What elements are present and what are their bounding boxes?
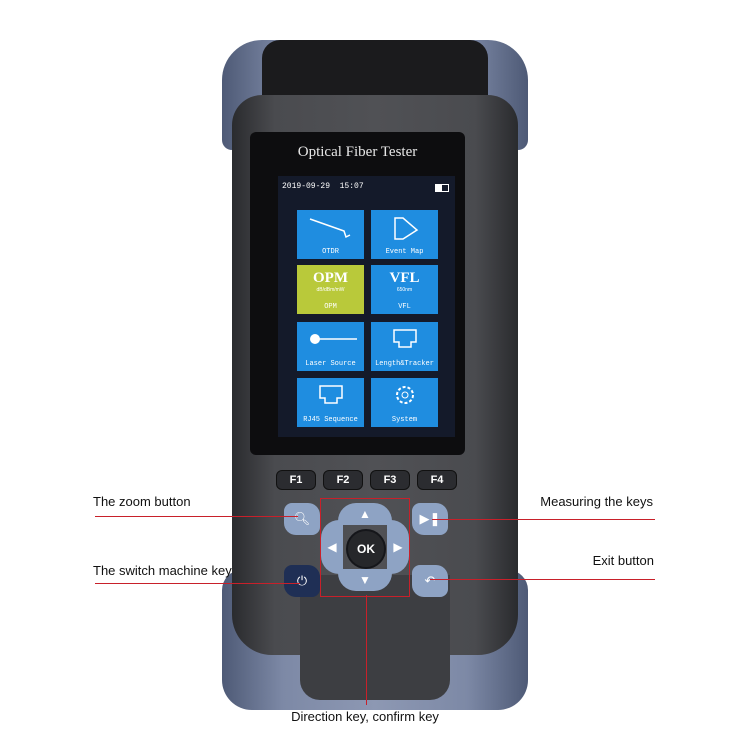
label-exit: Exit button bbox=[592, 553, 654, 568]
tile-sub: 650nm bbox=[396, 287, 413, 293]
tile-label: Laser Source bbox=[305, 360, 356, 368]
tile-big: OPM bbox=[313, 270, 348, 286]
tile-label: VFL bbox=[398, 303, 411, 311]
tile-label: Length&Tracker bbox=[375, 360, 434, 368]
up-button[interactable]: ▲ bbox=[338, 503, 392, 525]
tile-label: OTDR bbox=[322, 248, 339, 256]
tile-system[interactable]: System bbox=[371, 378, 438, 427]
callout-line-zoom bbox=[95, 516, 298, 517]
gear-icon bbox=[395, 386, 414, 404]
ok-button[interactable]: OK bbox=[346, 529, 386, 569]
f2-button[interactable]: F2 bbox=[323, 470, 363, 490]
tile-length-tracker[interactable]: Length&Tracker bbox=[371, 322, 438, 371]
tile-rj45-sequence[interactable]: RJ45 Sequence bbox=[297, 378, 364, 427]
tile-otdr[interactable]: OTDR bbox=[297, 210, 364, 259]
label-zoom: The zoom button bbox=[93, 494, 191, 509]
label-power: The switch machine key bbox=[93, 563, 232, 578]
tile-label: RJ45 Sequence bbox=[303, 416, 358, 424]
arrow-down-icon: ▼ bbox=[359, 573, 371, 587]
back-arrow-icon: ↶ bbox=[424, 573, 436, 588]
search-icon: 🔍︎ bbox=[293, 511, 311, 526]
arrow-right-icon: ▶ bbox=[393, 540, 403, 554]
otdr-trace-icon bbox=[309, 218, 350, 239]
down-button[interactable]: ▼ bbox=[338, 569, 392, 591]
rj45-port-icon bbox=[392, 329, 417, 348]
label-direction: Direction key, confirm key bbox=[291, 709, 439, 724]
callout-line-measure bbox=[432, 519, 655, 520]
f1-button[interactable]: F1 bbox=[276, 470, 316, 490]
tile-label: OPM bbox=[324, 303, 337, 311]
tile-label: Event Map bbox=[385, 248, 424, 256]
status-datetime: 2019-09-29 15:07 bbox=[282, 182, 364, 191]
label-measure: Measuring the keys bbox=[540, 494, 653, 509]
laser-icon bbox=[309, 334, 357, 344]
play-pause-icon: ▶❚ bbox=[419, 511, 441, 526]
time: 15:07 bbox=[339, 182, 364, 191]
exit-button[interactable]: ↶ bbox=[412, 565, 448, 597]
callout-line-direction bbox=[366, 595, 367, 705]
date: 2019-09-29 bbox=[282, 182, 331, 191]
zoom-button[interactable]: 🔍︎ bbox=[284, 503, 320, 535]
power-icon: ⏻ bbox=[296, 573, 308, 588]
battery-icon bbox=[435, 184, 449, 192]
arrow-left-icon: ◀ bbox=[327, 540, 337, 554]
device-title: Optical Fiber Tester bbox=[297, 144, 418, 160]
f4-button[interactable]: F4 bbox=[417, 470, 457, 490]
callout-line-power bbox=[95, 583, 300, 584]
arrow-up-icon: ▲ bbox=[359, 507, 371, 521]
left-button[interactable]: ◀ bbox=[321, 520, 343, 574]
tile-label: System bbox=[391, 416, 418, 424]
direction-key-highlight bbox=[320, 498, 410, 597]
f3-button[interactable]: F3 bbox=[370, 470, 410, 490]
callout-line-exit bbox=[430, 579, 655, 580]
rj45-port-icon bbox=[318, 385, 343, 404]
tile-big: VFL bbox=[389, 270, 420, 286]
event-map-icon bbox=[393, 217, 418, 240]
tile-sub: dB/dBm/mW bbox=[316, 287, 345, 293]
power-button[interactable]: ⏻ bbox=[284, 565, 320, 597]
tile-laser-source[interactable]: Laser Source bbox=[297, 322, 364, 371]
tile-event-map[interactable]: Event Map bbox=[371, 210, 438, 259]
right-button[interactable]: ▶ bbox=[387, 520, 409, 574]
